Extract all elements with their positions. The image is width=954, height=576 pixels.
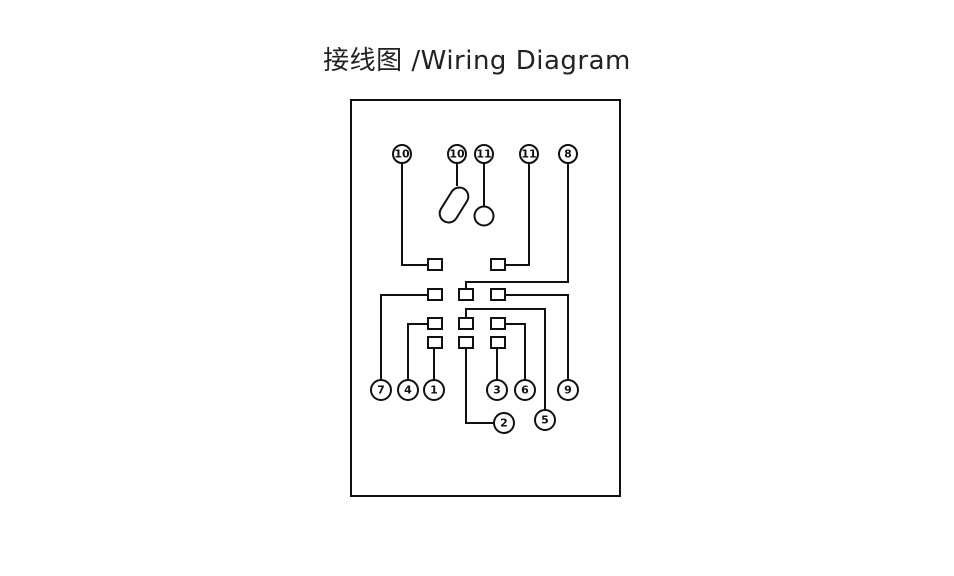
svg-text:10: 10	[394, 148, 410, 161]
wire-11-contact	[505, 163, 530, 266]
svg-text:9: 9	[564, 384, 572, 397]
coil-oval	[438, 186, 470, 224]
pin-8: 8	[558, 144, 578, 164]
wire-2	[465, 348, 494, 424]
svg-text:7: 7	[377, 384, 385, 397]
wire-6	[505, 323, 526, 380]
contact-pad	[490, 336, 506, 349]
contact-pad	[427, 288, 443, 301]
contact-pad	[490, 317, 506, 330]
contact-pad	[490, 258, 506, 271]
wire-10-contact	[401, 163, 428, 266]
svg-text:2: 2	[500, 417, 508, 430]
pin-11-right: 11	[519, 144, 539, 164]
wire-9	[505, 294, 569, 380]
wire-5	[465, 308, 546, 410]
pin-7: 7	[370, 379, 392, 401]
wire-7	[380, 294, 428, 380]
diagram-frame	[350, 99, 621, 497]
svg-text:3: 3	[493, 384, 501, 397]
contact-pads	[427, 258, 506, 349]
wires	[380, 163, 569, 424]
contact-pad	[458, 288, 474, 301]
wire-4	[407, 323, 428, 380]
svg-text:6: 6	[521, 384, 529, 397]
page-title: 接线图 /Wiring Diagram	[323, 46, 631, 76]
pin-10-left: 10	[392, 144, 412, 164]
terminal-pins: 10 10 11 11 8 7 4 1	[370, 144, 579, 434]
pin-5: 5	[534, 409, 556, 431]
svg-text:1: 1	[430, 384, 438, 397]
contact-pad	[458, 336, 474, 349]
contact-pad	[427, 317, 443, 330]
svg-text:11: 11	[476, 148, 491, 161]
svg-text:10: 10	[449, 148, 465, 161]
pin-3: 3	[486, 379, 508, 401]
pin-2: 2	[493, 412, 515, 434]
contact-pad	[427, 258, 443, 271]
svg-text:8: 8	[564, 148, 572, 161]
pin-9: 9	[557, 379, 579, 401]
contact-pad	[458, 317, 474, 330]
pin-4: 4	[397, 379, 419, 401]
svg-text:4: 4	[404, 384, 412, 397]
wire-8	[465, 163, 569, 289]
pin-1: 1	[423, 379, 445, 401]
svg-text:11: 11	[521, 148, 536, 161]
svg-text:5: 5	[541, 414, 549, 427]
contact-pad	[490, 288, 506, 301]
contact-pad	[427, 336, 443, 349]
coil-circle	[473, 205, 495, 227]
pin-6: 6	[514, 379, 536, 401]
pin-11-coil: 11	[474, 144, 494, 164]
pin-10-coil: 10	[447, 144, 467, 164]
